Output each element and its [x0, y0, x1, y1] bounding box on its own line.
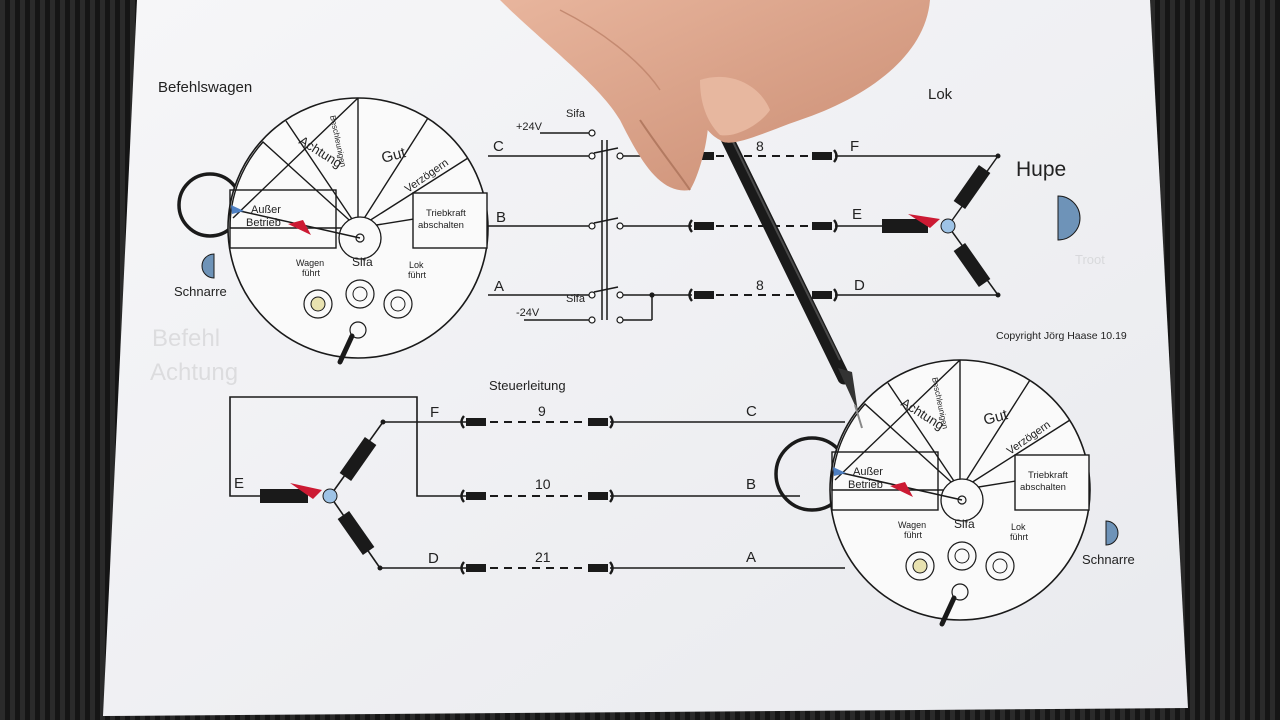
schnarre-icon-left [201, 253, 215, 279]
svg-text:9: 9 [538, 403, 546, 419]
svg-text:A: A [746, 549, 756, 566]
svg-text:D: D [854, 277, 865, 294]
svg-text:Befehl: Befehl [152, 325, 220, 352]
dial-lok: Achtung Beschleunigen Gut Verzögern Trie… [830, 360, 1090, 624]
bottom-wiring [229, 396, 845, 569]
svg-text:8: 8 [756, 138, 764, 154]
svg-text:Außer: Außer [251, 204, 281, 216]
svg-text:Lok: Lok [409, 260, 424, 270]
svg-text:Sifa: Sifa [954, 517, 975, 531]
befehlswagen-title: Befehlswagen [158, 79, 252, 96]
steuerleitung-label: Steuerleitung [489, 378, 566, 393]
svg-text:führt: führt [302, 268, 321, 278]
bottom-y-connector [260, 419, 386, 571]
svg-text:E: E [852, 206, 862, 223]
svg-text:Betrieb: Betrieb [246, 217, 281, 229]
svg-text:Betrieb: Betrieb [848, 479, 883, 491]
svg-text:Gut: Gut [380, 144, 409, 167]
svg-text:B: B [746, 476, 756, 493]
schnarre-icon-right [1105, 520, 1119, 546]
svg-text:D: D [428, 550, 439, 567]
svg-text:F: F [430, 404, 439, 421]
svg-text:C: C [493, 138, 504, 155]
hand [500, 0, 930, 191]
svg-text:Gut: Gut [982, 406, 1011, 429]
svg-text:Sifa: Sifa [566, 293, 586, 305]
copyright-text: Copyright Jörg Haase 10.19 [996, 330, 1127, 342]
schnarre-label-right: Schnarre [1082, 552, 1135, 567]
lok-title: Lok [928, 86, 953, 103]
hupe-label: Hupe [1016, 158, 1066, 181]
svg-text:führt: führt [904, 530, 923, 540]
svg-text:+24V: +24V [516, 121, 543, 133]
svg-text:Außer: Außer [853, 466, 883, 478]
svg-text:Wagen: Wagen [296, 258, 324, 268]
hupe-icon [1057, 195, 1081, 241]
dial-befehlswagen: Achtung Beschleunigen Gut Verzögern Trie… [228, 98, 488, 362]
schnarre-label-left: Schnarre [174, 284, 227, 299]
svg-text:abschalten: abschalten [418, 220, 464, 231]
svg-text:8: 8 [756, 277, 764, 293]
svg-text:Troot: Troot [1075, 252, 1105, 267]
svg-text:Achtung: Achtung [150, 359, 238, 386]
svg-text:abschalten: abschalten [1020, 482, 1066, 493]
svg-text:Lok: Lok [1011, 522, 1026, 532]
top-wiring [488, 132, 999, 321]
svg-text:10: 10 [535, 476, 551, 492]
svg-text:21: 21 [535, 549, 551, 565]
faded-text: Befehl Achtung Troot [150, 252, 1105, 386]
svg-text:Triebkraft: Triebkraft [1028, 470, 1068, 481]
svg-text:führt: führt [408, 270, 427, 280]
hupe-y-connector [882, 153, 1001, 298]
svg-text:führt: führt [1010, 532, 1029, 542]
svg-text:Triebkraft: Triebkraft [426, 208, 466, 219]
svg-text:A: A [494, 278, 504, 295]
top-terminals [588, 129, 655, 324]
svg-text:-24V: -24V [516, 307, 540, 319]
svg-text:Sifa: Sifa [352, 255, 373, 269]
svg-text:C: C [746, 403, 757, 420]
svg-text:Wagen: Wagen [898, 520, 926, 530]
svg-text:B: B [496, 209, 506, 226]
svg-text:Sifa: Sifa [566, 108, 586, 120]
svg-text:E: E [234, 475, 244, 492]
svg-text:F: F [850, 138, 859, 155]
